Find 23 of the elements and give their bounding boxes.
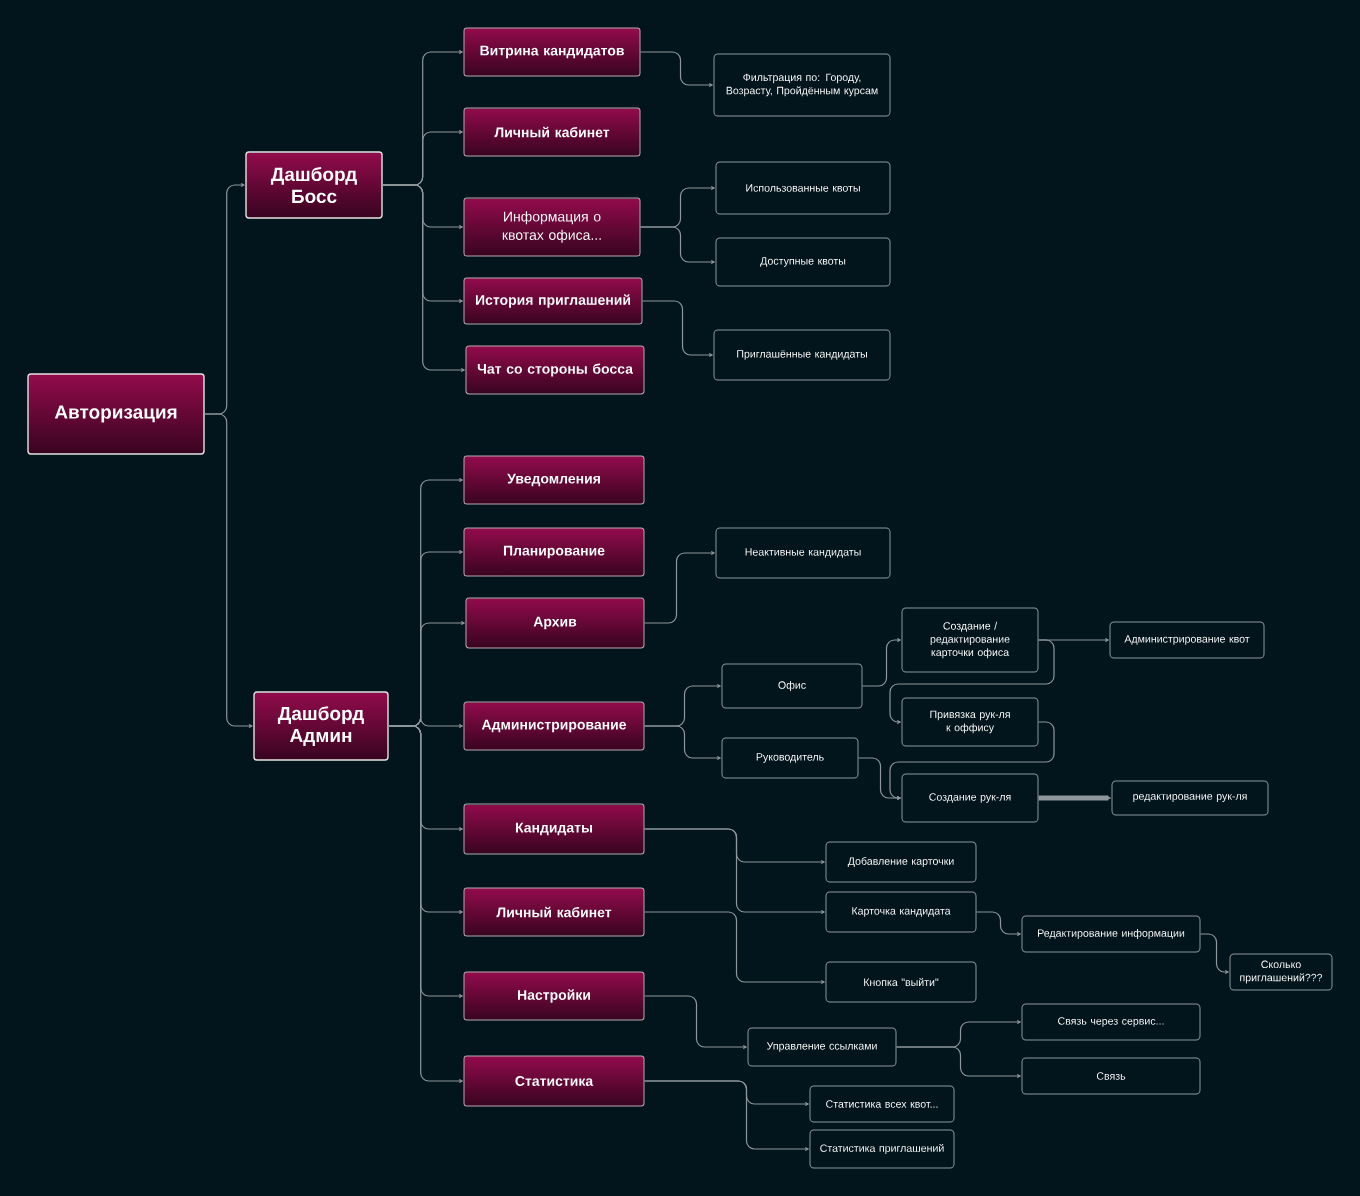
connector-arrow: [857, 757, 901, 800]
connector-arrow: [975, 911, 1021, 936]
connector-arrow: [1038, 795, 1111, 801]
connector-arrow: [643, 911, 825, 984]
screen-box: Дашборд Босс: [245, 151, 383, 219]
connector-arrow: [643, 828, 825, 914]
connector-arrow: [643, 551, 715, 624]
connector-arrow: [382, 184, 465, 372]
connector-arrow: [643, 995, 747, 1049]
connector-arrow: [641, 300, 713, 357]
connector-arrow: [639, 51, 713, 87]
screen-box: Дашборд Админ: [253, 691, 389, 761]
connector-arrow: [895, 1046, 1021, 1078]
connector-arrow: [889, 639, 1055, 724]
connector-arrow: [639, 226, 715, 264]
connector-arrow: [388, 725, 463, 1083]
connector-arrow: [889, 721, 1055, 800]
connector-arrow: [1199, 933, 1229, 974]
connector-arrow: [643, 725, 721, 760]
screen-box: Авторизация: [27, 373, 205, 455]
connector-arrow: [643, 1080, 809, 1151]
connector-arrow: [204, 413, 253, 728]
connector-arrow: [861, 638, 901, 687]
